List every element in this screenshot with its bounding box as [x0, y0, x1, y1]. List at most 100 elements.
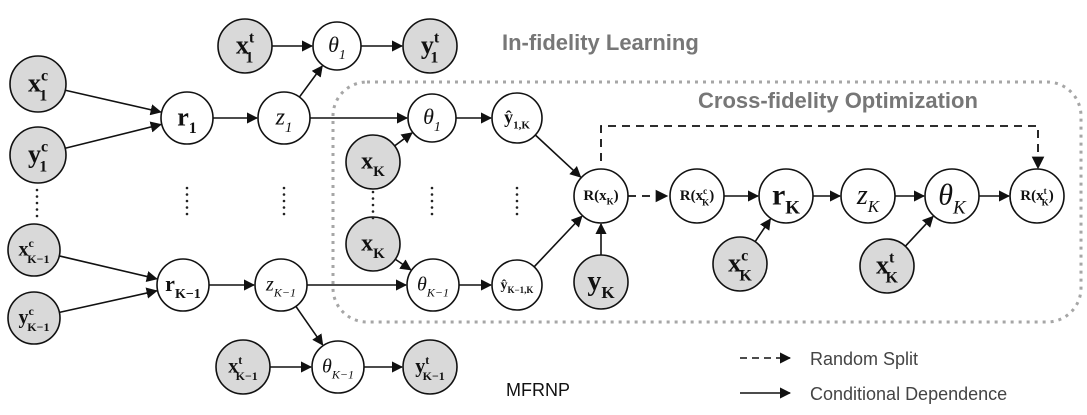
node-label: θ1 — [328, 32, 346, 63]
dot — [430, 212, 434, 216]
node-circle — [712, 236, 768, 292]
edge-xKt-to-thetaK — [904, 215, 934, 247]
dot — [371, 216, 375, 220]
edge-xKb-to-thetaKm1mid — [394, 258, 412, 271]
node-label: θK — [938, 178, 967, 218]
node-circle — [402, 18, 458, 74]
dot — [185, 199, 189, 203]
node-circle — [573, 254, 629, 310]
edge-yhatKm1K-to-RxK — [533, 215, 583, 268]
edge-yhat1K-to-RxK — [534, 134, 582, 178]
node-circle — [9, 55, 67, 113]
node-label: rK−1 — [165, 271, 201, 302]
node-label: zK−1 — [265, 274, 296, 300]
node-rKm1: rK−1 — [156, 258, 210, 312]
node-circle — [160, 91, 214, 145]
dot — [515, 199, 519, 203]
node-label: θK−1 — [417, 274, 449, 300]
dot — [35, 201, 39, 205]
caption: MFRNP — [506, 380, 570, 400]
dot — [282, 193, 286, 196]
dots-r — [185, 186, 189, 216]
edge-xKa-to-theta1mid — [394, 132, 413, 147]
node-label: xK — [361, 149, 385, 180]
edge-y1c-to-r1 — [64, 121, 162, 150]
node-label: rK — [772, 178, 800, 218]
node-circle — [257, 91, 311, 145]
dot — [185, 206, 189, 209]
dot — [185, 186, 189, 190]
node-label: θK−1 — [322, 356, 354, 382]
cross-fidelity-box — [331, 80, 1083, 324]
edge-xKm1c-to-rKm1 — [59, 255, 158, 282]
dot — [515, 193, 519, 196]
dots-xK — [371, 190, 375, 220]
random-split-edge — [600, 125, 1045, 170]
node-label: r1 — [177, 102, 197, 137]
node-circle — [669, 168, 725, 224]
legend-random-split: Random Split — [810, 349, 918, 369]
node-circle — [345, 134, 401, 190]
node-circle — [924, 168, 980, 224]
node-circle — [402, 339, 458, 395]
node-label: z1 — [275, 105, 293, 136]
node-circle — [1009, 168, 1065, 224]
node-label: ŷ1,K — [504, 107, 530, 131]
dot — [430, 193, 434, 196]
dot — [430, 186, 434, 190]
node-RxK: R(xK) — [573, 168, 629, 224]
dot — [35, 208, 39, 211]
node-circle — [491, 259, 543, 311]
dot — [35, 188, 39, 192]
node-theta1mid: θ1 — [407, 93, 457, 143]
node-rK: rK — [758, 168, 814, 224]
legend-conditional: Conditional Dependence — [810, 384, 1007, 404]
node-theta1top: θ1 — [312, 21, 362, 71]
node-label: θ1 — [423, 104, 441, 135]
dot — [282, 186, 286, 190]
infidelity-title: In-fidelity Learning — [502, 30, 699, 55]
node-yhatKm1K: ŷK−1,K — [491, 259, 543, 311]
node-zK: zK — [840, 168, 896, 224]
node-circle — [859, 238, 915, 294]
node-circle — [215, 339, 271, 395]
node-label: R(xK) — [583, 188, 618, 207]
crossfidelity-title: Cross-fidelity Optimization — [698, 88, 978, 113]
node-circle — [491, 92, 543, 144]
node-label: xK — [361, 231, 385, 262]
node-thetaK: θK — [924, 168, 980, 224]
node-thetaKm1bot: θK−1 — [311, 340, 365, 394]
node-yhat1K: ŷ1,K — [491, 92, 543, 144]
dot — [282, 206, 286, 209]
node-circle — [156, 258, 210, 312]
dot — [185, 193, 189, 196]
dot — [371, 210, 375, 213]
edge-yKm1c-to-rKm1 — [59, 287, 158, 314]
node-zKm1: zK−1 — [254, 258, 308, 312]
dot — [371, 197, 375, 200]
node-xKa: xK — [345, 134, 401, 190]
dots-left-inputs — [35, 188, 39, 218]
dot — [515, 206, 519, 209]
node-label: ŷK−1,K — [501, 278, 534, 295]
node-r1: r1 — [160, 91, 214, 145]
node-circle — [312, 21, 362, 71]
